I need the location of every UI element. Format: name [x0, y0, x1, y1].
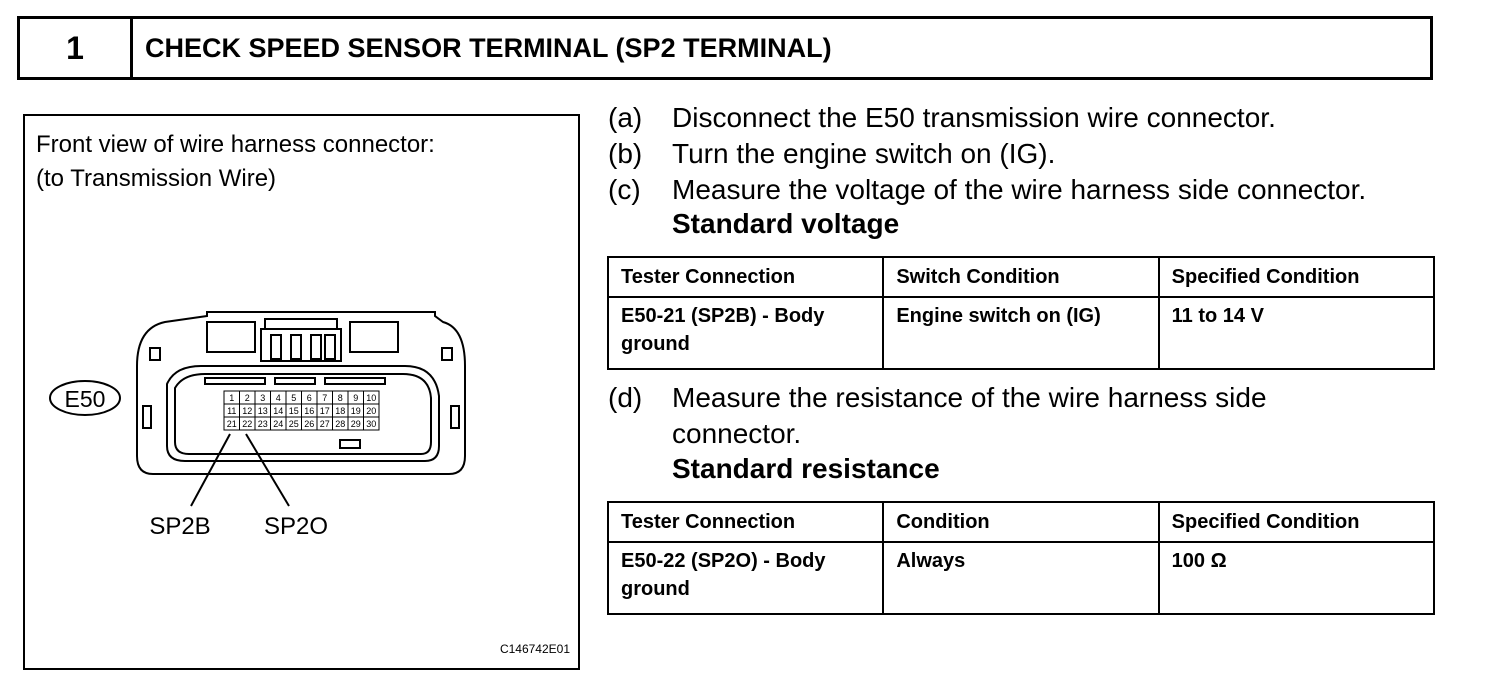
- step-c-text: Measure the voltage of the wire harness …: [672, 174, 1367, 205]
- pin-label: 28: [335, 419, 345, 429]
- step-d-text-line1: Measure the resistance of the wire harne…: [672, 382, 1267, 413]
- voltage-cell-tester: E50-21 (SP2B) - Body ground: [606, 296, 885, 370]
- step-c: (c) Measure the voltage of the wire harn…: [608, 172, 1366, 208]
- figure-code: C146742E01: [499, 642, 570, 656]
- step-b-letter: (b): [608, 138, 643, 169]
- pin-label: 25: [289, 419, 299, 429]
- steps-abc: (a) Disconnect the E50 transmission wire…: [608, 100, 1366, 208]
- figure-caption-line2: (to Transmission Wire): [36, 165, 277, 192]
- pin-label: 5: [291, 393, 296, 403]
- resistance-table-header: Tester Connection Condition Specified Co…: [606, 501, 1436, 543]
- pin-label: 26: [304, 419, 314, 429]
- step-title: CHECK SPEED SENSOR TERMINAL (SP2 TERMINA…: [145, 32, 832, 63]
- step-a-text: Disconnect the E50 transmission wire con…: [672, 102, 1276, 133]
- step-d-letter: (d): [608, 382, 643, 413]
- pin-label: 19: [351, 406, 361, 416]
- standard-resistance-heading: Standard resistance: [672, 453, 940, 484]
- pin-label: 27: [320, 419, 330, 429]
- pin-label: 8: [338, 393, 343, 403]
- callout-sp2b: SP2B: [149, 513, 210, 540]
- step-b: (b) Turn the engine switch on (IG).: [608, 136, 1366, 172]
- pin-label: 21: [227, 419, 237, 429]
- pin-label: 10: [366, 393, 376, 403]
- resistance-cell-condition: Always: [882, 541, 1160, 615]
- pin-label: 15: [289, 406, 299, 416]
- pin-label: 29: [351, 419, 361, 429]
- pin-label: 9: [353, 393, 358, 403]
- pin-label: 14: [273, 406, 283, 416]
- pin-label: 18: [335, 406, 345, 416]
- voltage-table: Tester Connection Switch Condition Speci…: [606, 256, 1436, 370]
- pin-label: 24: [273, 419, 283, 429]
- step-b-text: Turn the engine switch on (IG).: [672, 138, 1056, 169]
- resistance-header-specified: Specified Condition: [1157, 501, 1436, 543]
- pin-label: 20: [366, 406, 376, 416]
- pin-label: 1: [229, 393, 234, 403]
- connector-label: E50: [65, 386, 106, 412]
- resistance-cell-tester: E50-22 (SP2O) - Body ground: [606, 541, 885, 615]
- voltage-header-specified: Specified Condition: [1157, 256, 1436, 298]
- connector-illustration: Front view of wire harness connector: (t…: [23, 114, 580, 670]
- pin-label: 12: [242, 406, 252, 416]
- pin-label: 23: [258, 419, 268, 429]
- table-row: E50-22 (SP2O) - Body ground Always 100 Ω: [606, 541, 1436, 615]
- pin-label: 2: [245, 393, 250, 403]
- pin-label: 11: [227, 406, 236, 416]
- step-number: 1: [20, 19, 133, 77]
- resistance-table: Tester Connection Condition Specified Co…: [606, 501, 1436, 615]
- pin-label: 30: [366, 419, 376, 429]
- resistance-header-condition: Condition: [882, 501, 1160, 543]
- voltage-header-condition: Switch Condition: [882, 256, 1160, 298]
- steps-d: (d) Measure the resistance of the wire h…: [608, 380, 1267, 452]
- step-a-letter: (a): [608, 102, 643, 133]
- pin-label: 13: [258, 406, 268, 416]
- step-a: (a) Disconnect the E50 transmission wire…: [608, 100, 1366, 136]
- step-c-letter: (c): [608, 174, 641, 205]
- voltage-table-header: Tester Connection Switch Condition Speci…: [606, 256, 1436, 298]
- table-row: E50-21 (SP2B) - Body ground Engine switc…: [606, 296, 1436, 370]
- pin-label: 4: [276, 393, 281, 403]
- resistance-cell-specified: 100 Ω: [1157, 541, 1436, 615]
- step-d-continuation: connector.: [608, 416, 1267, 452]
- step-header: 1 CHECK SPEED SENSOR TERMINAL (SP2 TERMI…: [17, 16, 1433, 80]
- pin-label: 22: [242, 419, 252, 429]
- pin-cell: [363, 416, 380, 431]
- pin-label: 7: [322, 393, 327, 403]
- resistance-header-tester: Tester Connection: [606, 501, 885, 543]
- pin-label: 17: [320, 406, 330, 416]
- voltage-header-tester: Tester Connection: [606, 256, 885, 298]
- pin-label: 16: [304, 406, 314, 416]
- callout-sp2o: SP2O: [264, 513, 328, 540]
- step-d-indent: [608, 416, 672, 452]
- step-d: (d) Measure the resistance of the wire h…: [608, 380, 1267, 416]
- voltage-cell-condition: Engine switch on (IG): [882, 296, 1160, 370]
- pin-label: 6: [307, 393, 312, 403]
- step-d-text-line2: connector.: [672, 418, 802, 449]
- figure-caption-line1: Front view of wire harness connector:: [36, 131, 435, 158]
- pin-label: 3: [260, 393, 265, 403]
- voltage-cell-specified: 11 to 14 V: [1157, 296, 1436, 370]
- standard-voltage-heading: Standard voltage: [672, 208, 900, 239]
- figure-caption: Front view of wire harness connector: (t…: [36, 128, 435, 196]
